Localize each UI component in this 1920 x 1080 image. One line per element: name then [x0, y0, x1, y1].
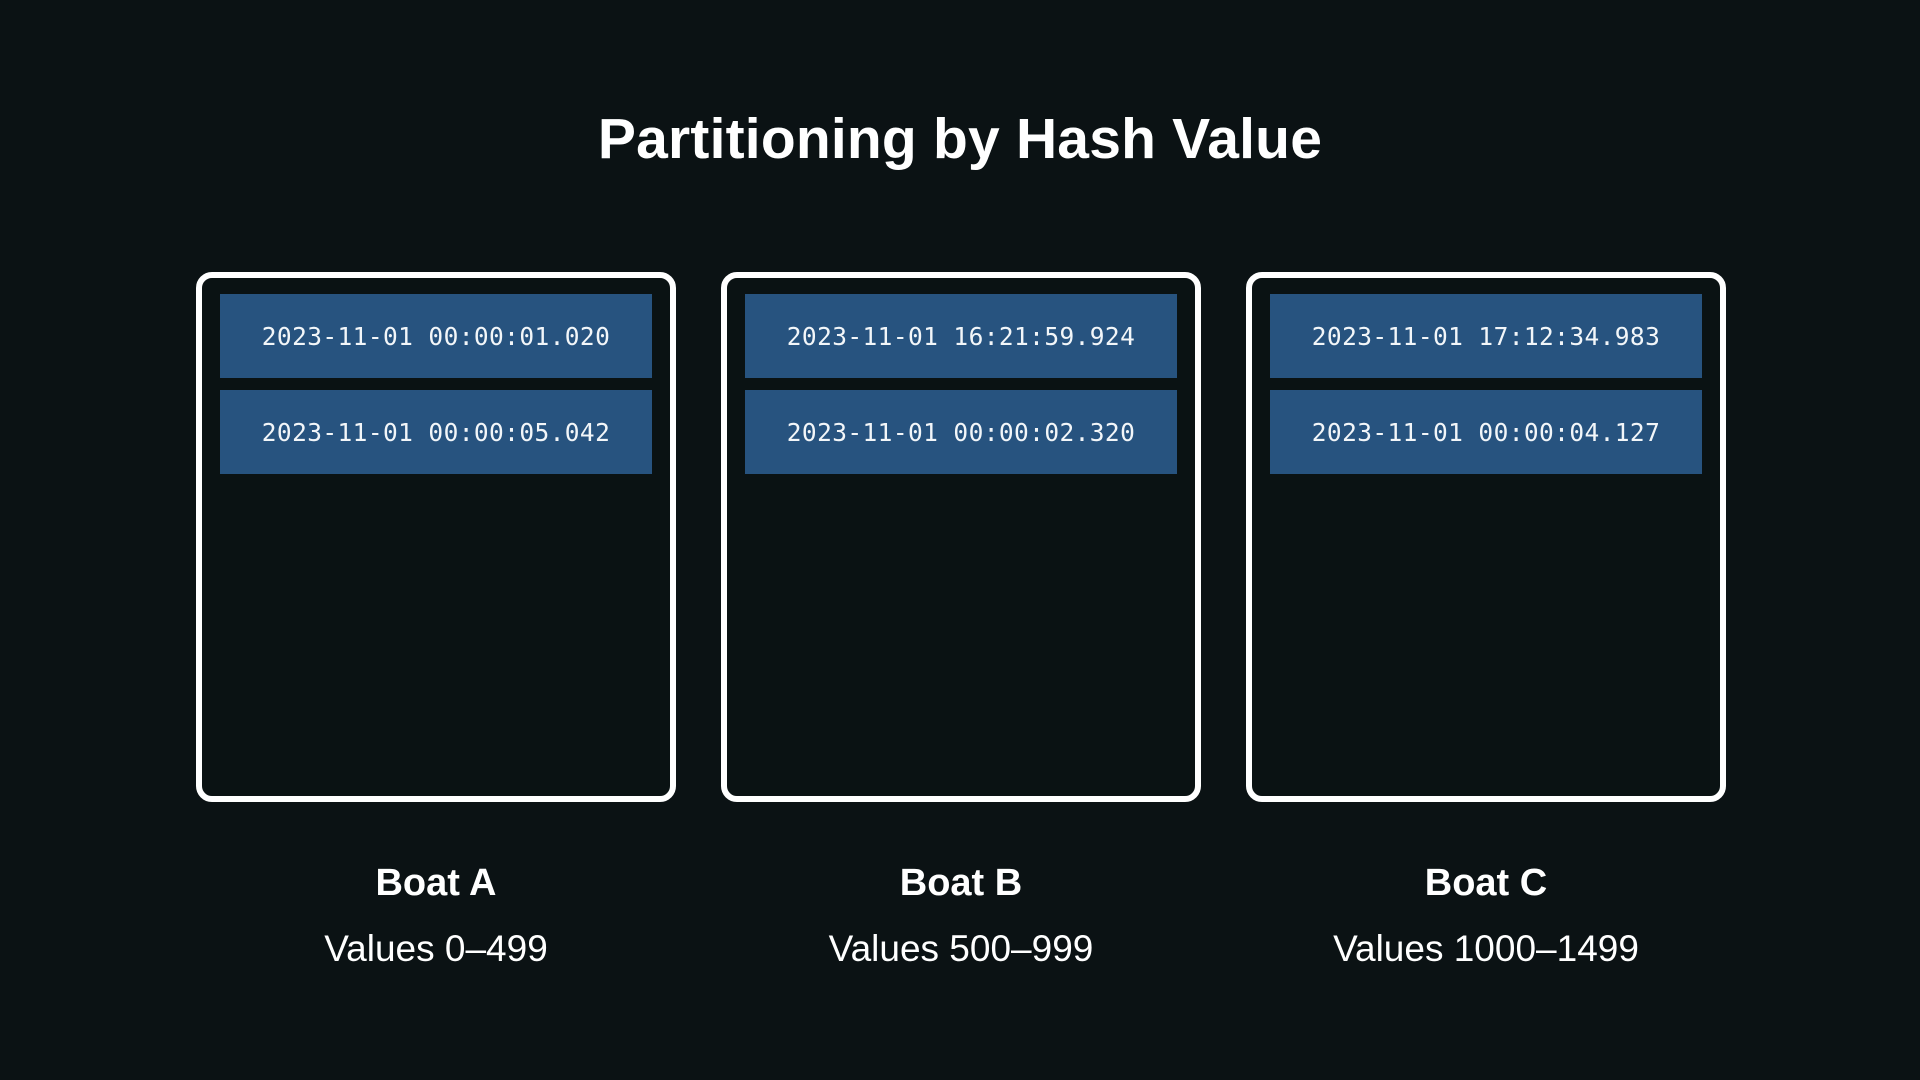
partition-name: Boat C	[1424, 862, 1548, 904]
partition-bucket: 2023-11-01 00:00:01.020 2023-11-01 00:00…	[196, 272, 676, 802]
partition-row: 2023-11-01 00:00:01.020 2023-11-01 00:00…	[196, 272, 1726, 970]
record-row: 2023-11-01 00:00:04.127	[1270, 390, 1702, 474]
record-row: 2023-11-01 00:00:05.042	[220, 390, 652, 474]
partition-range-label: Values 500–999	[828, 927, 1094, 969]
record-row: 2023-11-01 00:00:01.020	[220, 294, 652, 378]
partition-bucket: 2023-11-01 16:21:59.924 2023-11-01 00:00…	[721, 272, 1201, 802]
partition-bucket: 2023-11-01 17:12:34.983 2023-11-01 00:00…	[1246, 272, 1726, 802]
partition-range-label: Values 1000–1499	[1333, 927, 1639, 969]
partition-boat-c: 2023-11-01 17:12:34.983 2023-11-01 00:00…	[1246, 272, 1726, 970]
partition-name: Boat B	[899, 862, 1023, 904]
page-title: Partitioning by Hash Value	[597, 107, 1323, 171]
partition-boat-a: 2023-11-01 00:00:01.020 2023-11-01 00:00…	[196, 272, 676, 970]
record-row: 2023-11-01 00:00:02.320	[745, 390, 1177, 474]
record-row: 2023-11-01 17:12:34.983	[1270, 294, 1702, 378]
partition-range-label: Values 0–499	[324, 927, 548, 969]
record-row: 2023-11-01 16:21:59.924	[745, 294, 1177, 378]
partition-name: Boat A	[375, 862, 497, 904]
partition-boat-b: 2023-11-01 16:21:59.924 2023-11-01 00:00…	[721, 272, 1201, 970]
